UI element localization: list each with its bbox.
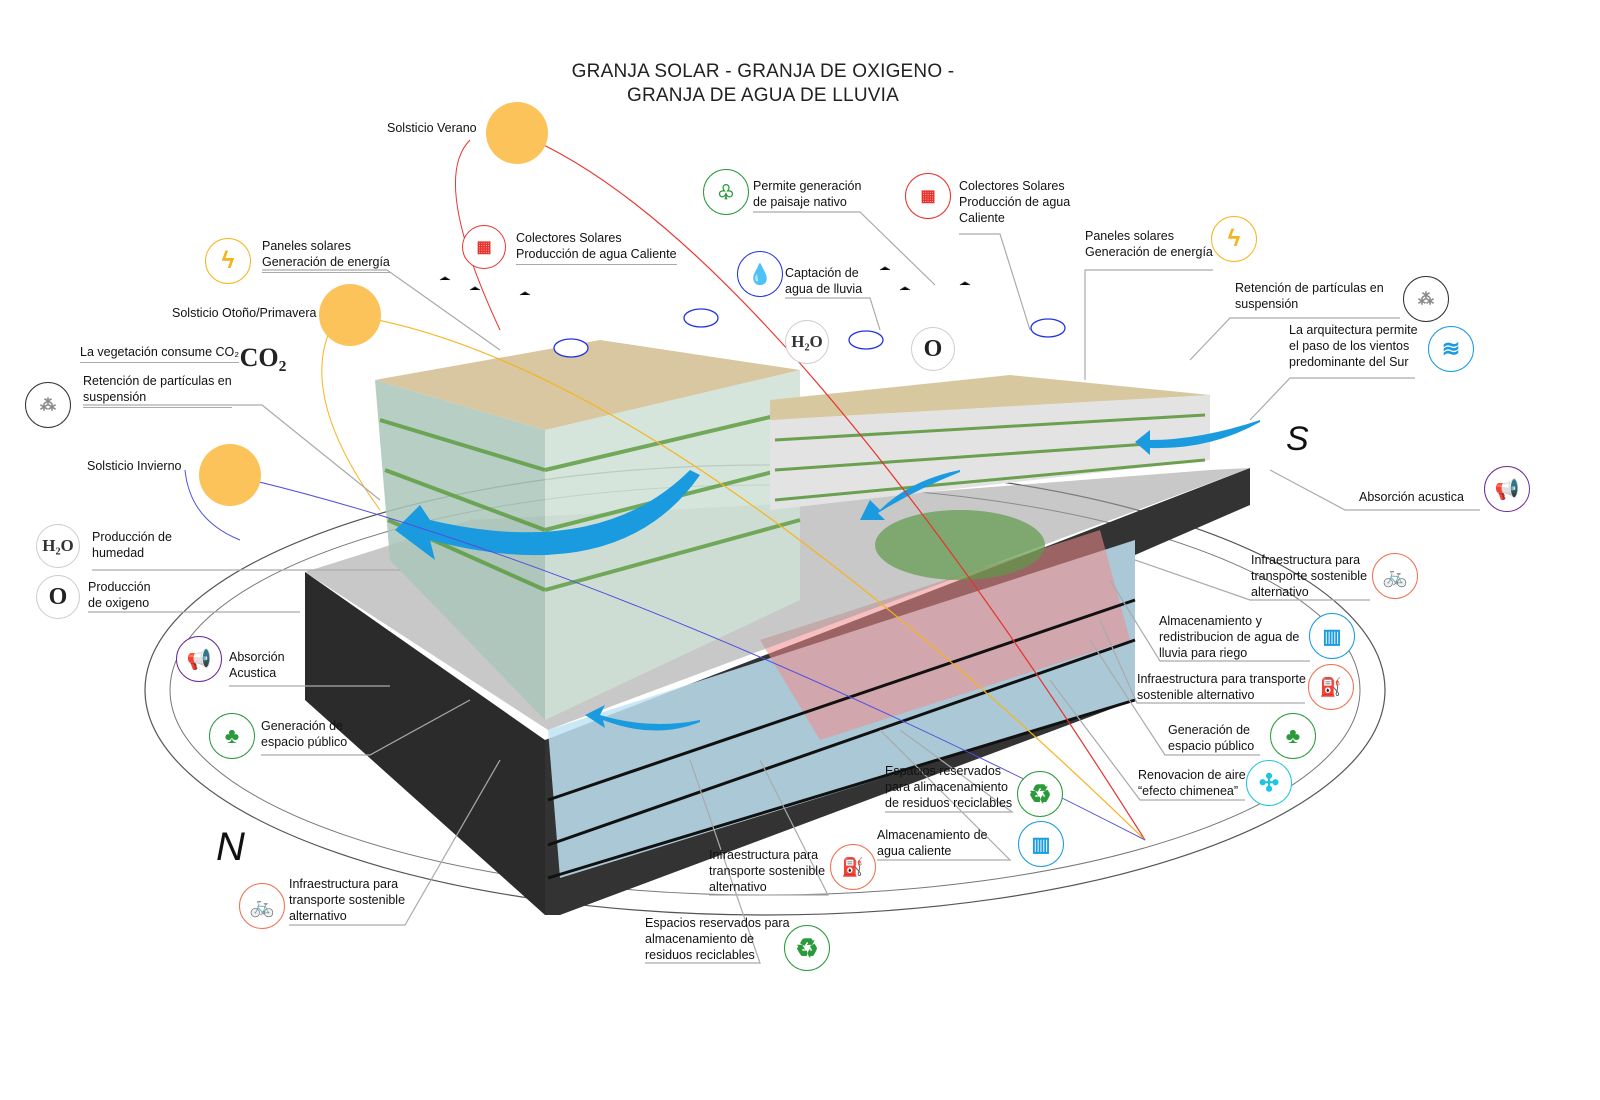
compass-south: S [1286, 420, 1309, 458]
particles-icon: ⁂ [1403, 276, 1449, 322]
particles-icon: ⁂ [25, 382, 71, 428]
ev-charging-icon: ⛽ [1308, 664, 1354, 710]
air-renewal-icon: ✣ [1246, 760, 1292, 806]
label-solsticio-verano: Solsticio Verano [387, 121, 477, 135]
native-landscape-icon: ♧ [703, 169, 749, 215]
basement-heat-zone [760, 530, 1130, 740]
label-renovacion: Renovacion de aire“efecto chimenea” [1138, 768, 1246, 798]
co2-icon: CO₂ [240, 340, 286, 376]
lightning-energy-icon: ϟ [205, 238, 251, 284]
label-solsticio-invierno: Solsticio Invierno [87, 459, 182, 473]
label-solsticio-otono: Solsticio Otoño/Primavera [172, 306, 317, 320]
water-tank-icon: ▥ [1018, 821, 1064, 867]
courtyard-lawn [875, 510, 1045, 580]
label-co2: La vegetación consume CO₂ [80, 344, 240, 363]
megaphone-icon: 📢 [1484, 466, 1530, 512]
base-left-face [305, 572, 545, 915]
sun-equinox-icon [319, 284, 381, 346]
recycle-icon: ♻ [784, 925, 830, 971]
tree-icon: ♣ [209, 713, 255, 759]
oxygen-icon: O [36, 575, 80, 619]
diagram-title-line-1: GRANJA SOLAR - GRANJA DE OXIGENO - [571, 61, 955, 82]
residential-roof [770, 375, 1210, 420]
main-building-roof [375, 340, 800, 430]
sun-summer-icon [486, 102, 548, 164]
solar-collector-icon: ▦ [462, 225, 506, 269]
main-building-front [545, 370, 800, 720]
bicycle-icon: 🚲 [1372, 553, 1418, 599]
h2o-icon: H₂O [785, 320, 829, 364]
rain-clouds [553, 308, 1066, 358]
water-drops-icon: 💧 [737, 251, 783, 297]
oxygen-icon: O [911, 327, 955, 371]
h2o-icon: H₂O [36, 524, 80, 568]
solar-collector-icon: ▦ [905, 173, 951, 219]
ev-charging-icon: ⛽ [830, 844, 876, 890]
compass-north: N [216, 825, 245, 869]
sun-winter-icon [199, 444, 261, 506]
lightning-energy-icon: ϟ [1211, 216, 1257, 262]
bicycle-icon: 🚲 [239, 883, 285, 929]
wind-icon: ≋ [1428, 326, 1474, 372]
water-tank-icon: ▥ [1309, 613, 1355, 659]
diagram-title-line-2: GRANJA DE AGUA DE LLUVIA [627, 85, 899, 106]
tree-icon: ♣ [1270, 713, 1316, 759]
label-acustica-right: Absorción acustica [1359, 490, 1464, 504]
residential-front [770, 395, 1210, 510]
wind-arrows [395, 420, 1260, 731]
recycle-icon: ♻ [1017, 771, 1063, 817]
megaphone-icon: 📢 [176, 636, 222, 682]
